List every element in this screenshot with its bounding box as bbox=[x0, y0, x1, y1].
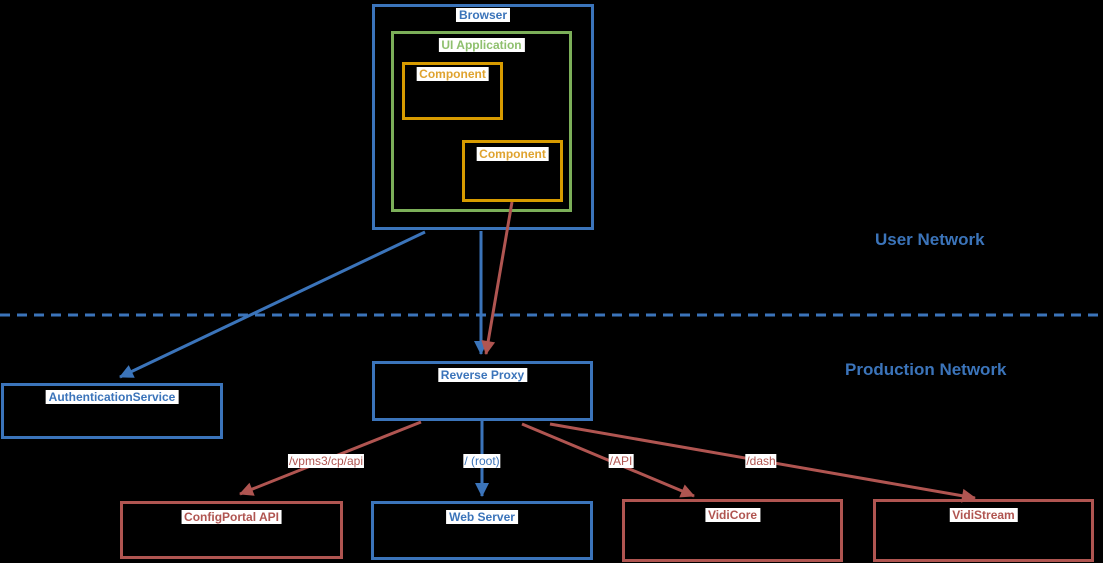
node-component-2: Component bbox=[462, 140, 563, 202]
node-reverse-proxy-label: Reverse Proxy bbox=[437, 368, 528, 382]
node-ui-application-label: UI Application bbox=[438, 38, 525, 52]
node-vidicore-label: VidiCore bbox=[704, 508, 761, 522]
node-configportal-api-label: ConfigPortal API bbox=[181, 510, 282, 524]
route-label-web-root: / (root) bbox=[463, 454, 501, 468]
node-ui-application: UI Application bbox=[391, 31, 572, 212]
node-vidicore: VidiCore bbox=[622, 499, 843, 562]
node-browser-label: Browser bbox=[455, 8, 511, 22]
route-label-vidicore-api: /API bbox=[608, 454, 634, 468]
node-authentication-service-label: AuthenticationService bbox=[45, 390, 179, 404]
edge-component-2-to-reverse-proxy bbox=[481, 201, 514, 355]
node-component-1-label: Component bbox=[416, 67, 489, 81]
zone-label-user-network: User Network bbox=[875, 230, 985, 249]
node-vidistream: VidiStream bbox=[873, 499, 1094, 562]
node-configportal-api: ConfigPortal API bbox=[120, 501, 343, 559]
node-browser: Browser bbox=[372, 4, 594, 230]
edge-reverse-proxy-to-vidicore bbox=[521, 422, 695, 498]
node-reverse-proxy: Reverse Proxy bbox=[372, 361, 593, 421]
edge-browser-to-authentication-service bbox=[119, 230, 426, 379]
zone-label-production-network: Production Network bbox=[845, 360, 1007, 379]
route-label-vidistream-dash: /dash bbox=[745, 454, 777, 468]
node-component-1: Component bbox=[402, 62, 503, 120]
node-authentication-service: AuthenticationService bbox=[1, 383, 223, 439]
node-vidistream-label: VidiStream bbox=[949, 508, 1018, 522]
route-label-configportal-api: /vpms3/cp/api bbox=[287, 454, 365, 468]
node-component-2-label: Component bbox=[476, 147, 549, 161]
node-web-server-label: Web Server bbox=[446, 510, 518, 524]
node-web-server: Web Server bbox=[371, 501, 593, 560]
